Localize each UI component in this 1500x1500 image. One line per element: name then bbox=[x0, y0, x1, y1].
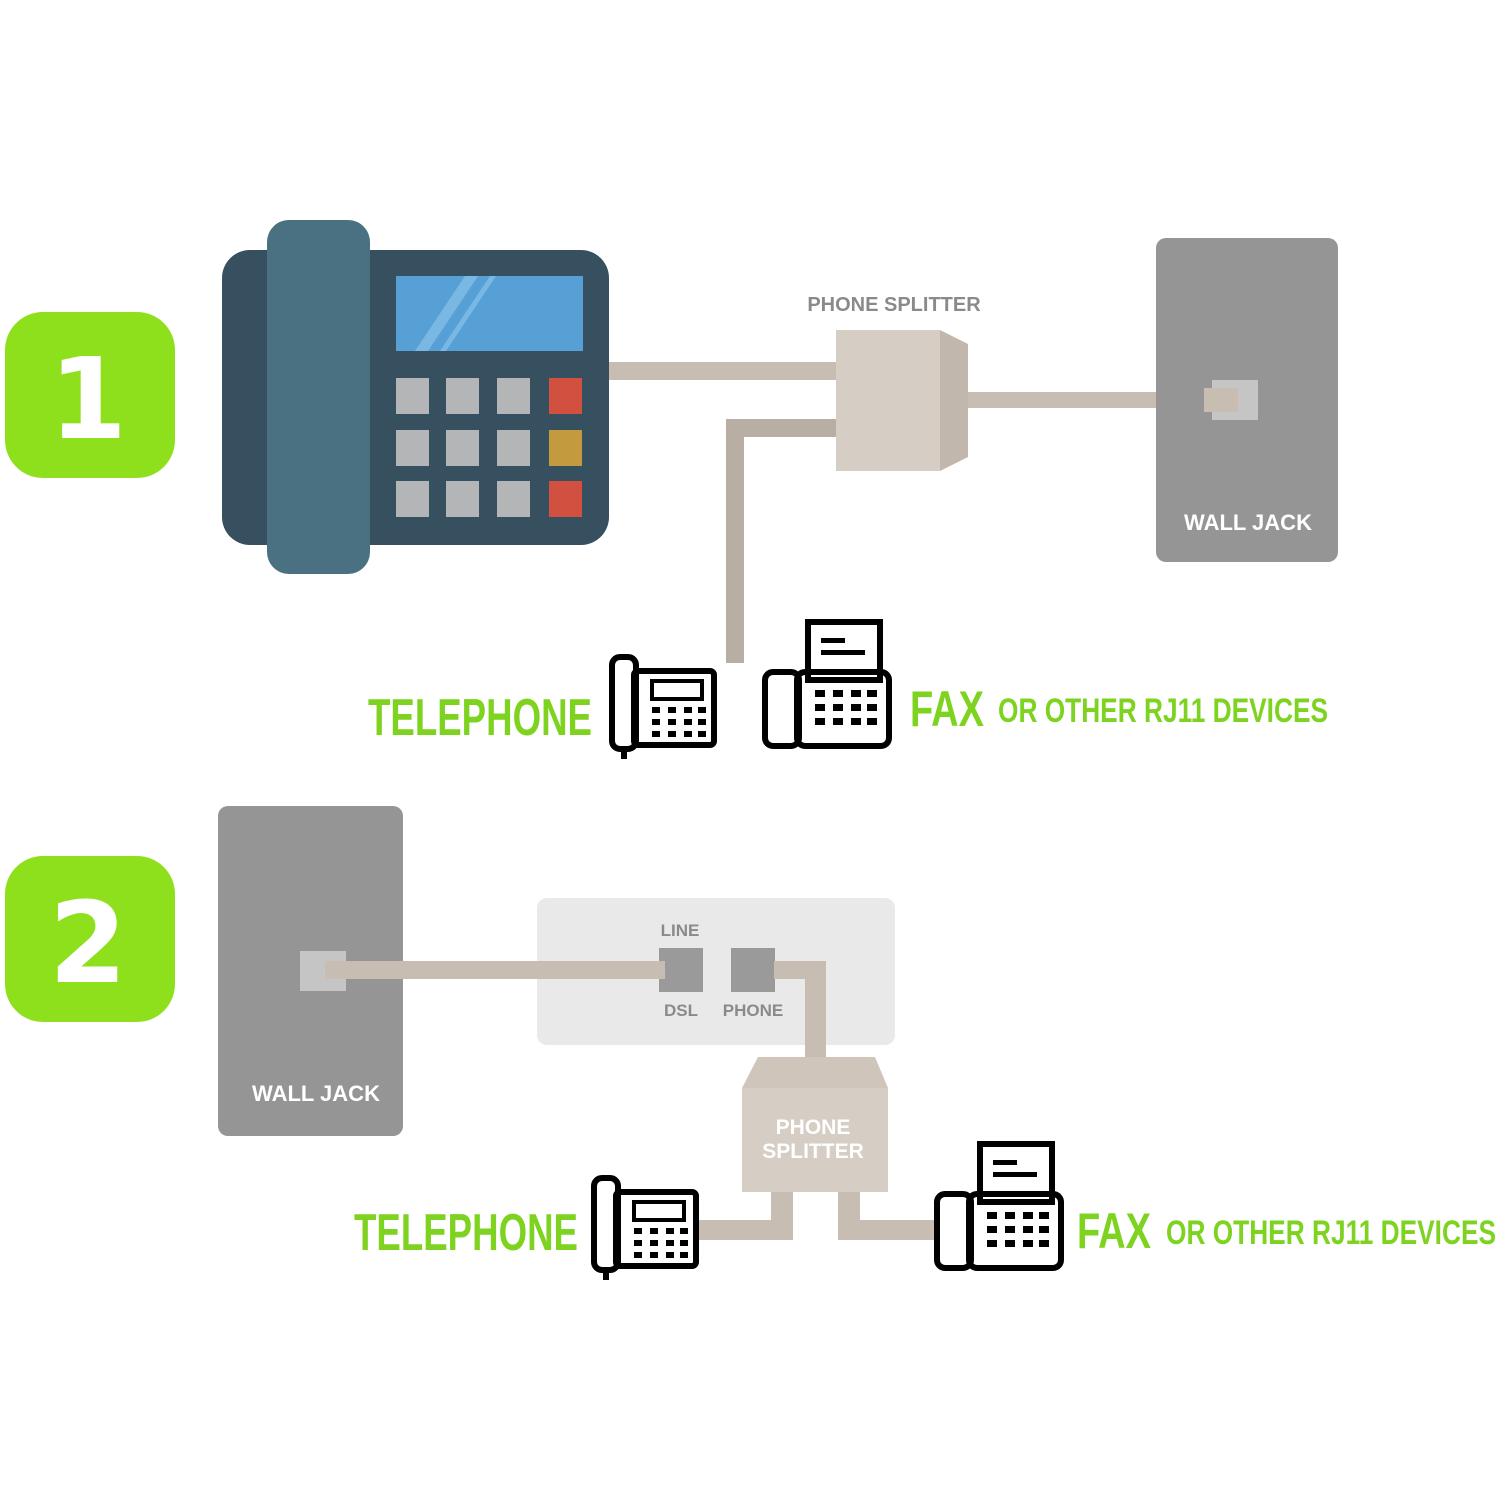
modem-phone-label: PHONE bbox=[723, 1001, 783, 1020]
step-2-splitter-label-line2: SPLITTER bbox=[762, 1140, 864, 1163]
telephone-icon bbox=[591, 1175, 699, 1280]
step-1-wall-jack-label: WALL JACK bbox=[1184, 510, 1312, 535]
step-2-fax-sub-label: OR OTHER RJ11 DEVICES bbox=[1166, 1214, 1496, 1252]
step-1-number: 1 bbox=[49, 335, 127, 465]
fax-icon bbox=[934, 1141, 1064, 1271]
step-2-telephone-label: TELEPHONE bbox=[354, 1204, 578, 1262]
keypad bbox=[396, 378, 582, 517]
step-2-splitter-label-line1: PHONE bbox=[776, 1116, 851, 1139]
step-1-badge: 1 bbox=[5, 312, 175, 478]
step-1-fax-sub-label: OR OTHER RJ11 DEVICES bbox=[998, 692, 1328, 730]
telephone-icon bbox=[609, 654, 717, 759]
step-1: 1 bbox=[5, 220, 1338, 759]
modem-phone-port bbox=[731, 948, 775, 992]
step-1-splitter-label: PHONE SPLITTER bbox=[807, 294, 981, 316]
step-2-wall-jack-label: WALL JACK bbox=[252, 1081, 380, 1106]
fax-icon bbox=[762, 619, 892, 749]
step-2: 2 WALL JACK LINE DSL PHONE bbox=[5, 806, 1496, 1280]
step-1-wall-jack: WALL JACK bbox=[1156, 238, 1338, 562]
step-2-cables bbox=[325, 961, 936, 1240]
step-2-badge: 2 bbox=[5, 856, 175, 1022]
modem-dsl-label: DSL bbox=[664, 1001, 698, 1020]
modem-line-label: LINE bbox=[661, 921, 700, 940]
desk-phone-illustration bbox=[222, 220, 609, 574]
step-2-number: 2 bbox=[49, 879, 127, 1009]
step-2-wall-jack: WALL JACK bbox=[218, 806, 403, 1136]
step-1-phone-splitter: PHONE SPLITTER bbox=[807, 294, 981, 471]
modem-dsl-port bbox=[659, 948, 703, 992]
step-2-fax-label: FAX bbox=[1077, 1203, 1151, 1259]
step-1-fax-label: FAX bbox=[910, 681, 984, 737]
step-1-telephone-label: TELEPHONE bbox=[368, 689, 592, 747]
step-2-phone-splitter: PHONE SPLITTER bbox=[742, 1057, 888, 1192]
